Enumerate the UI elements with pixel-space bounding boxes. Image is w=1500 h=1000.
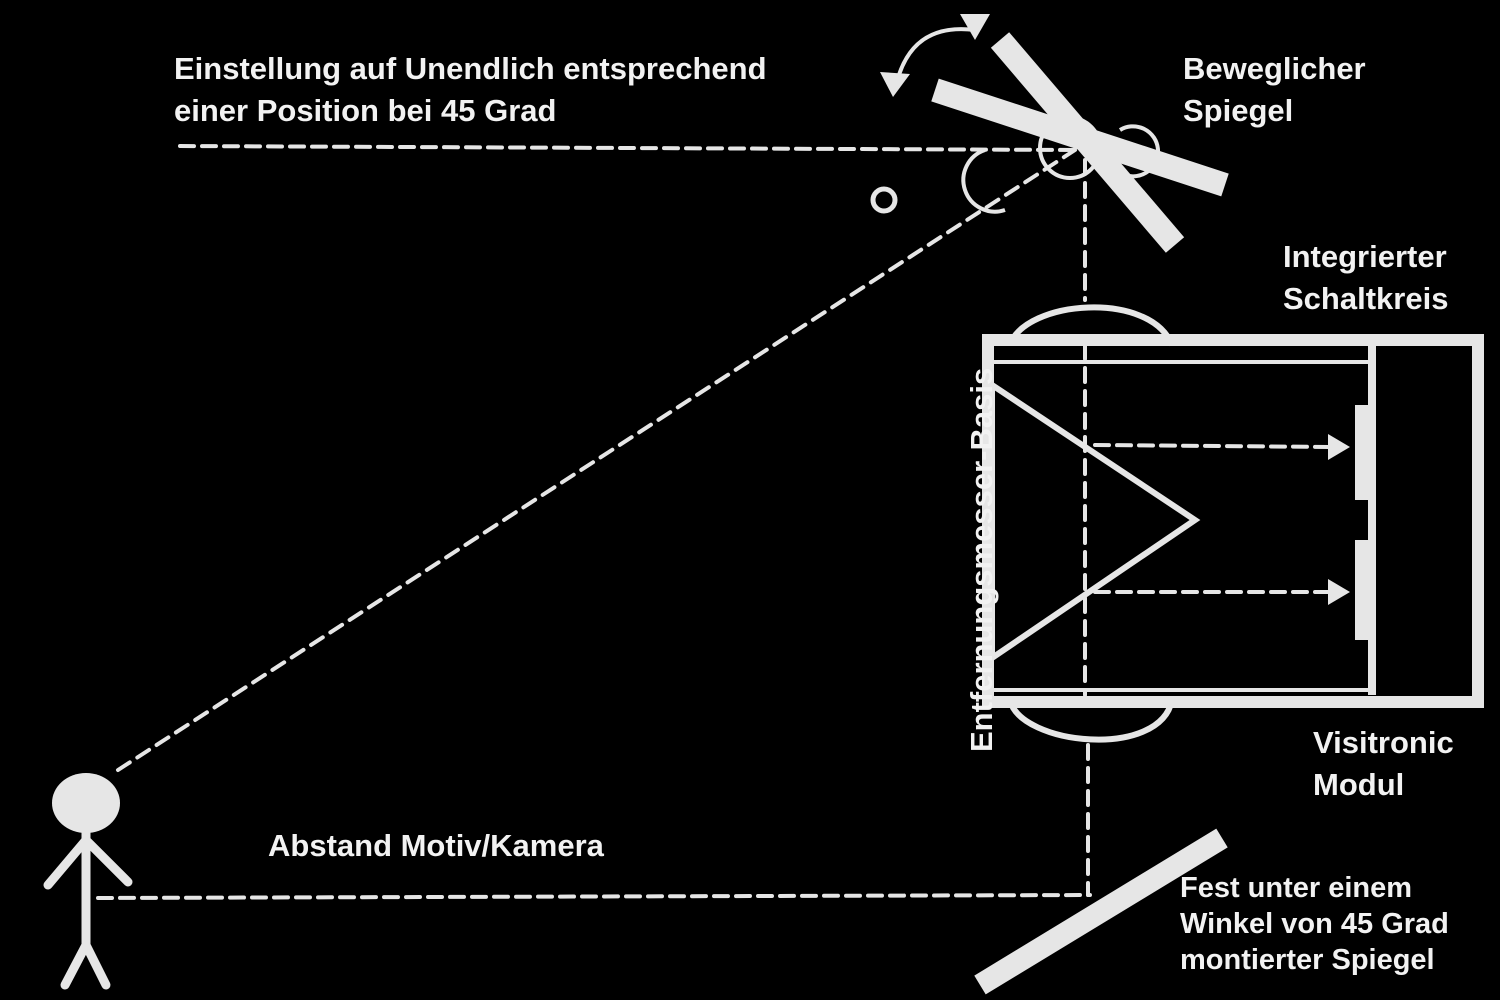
movable-mirror xyxy=(931,32,1229,253)
infinity-beam xyxy=(178,144,1077,152)
fixed-mirror xyxy=(974,828,1228,995)
subject-figure xyxy=(43,773,133,990)
upper-sensor xyxy=(1355,405,1369,500)
visitronic-module xyxy=(982,304,1484,743)
small-marker-icon xyxy=(870,186,898,214)
integrated-circuit-label: Integrierter Schaltkreis xyxy=(1283,239,1449,316)
lower-sensor xyxy=(1355,540,1369,640)
movable-mirror-label: Beweglicher Spiegel xyxy=(1183,51,1366,128)
fixed-mirror-label: Fest unter einem Winkel von 45 Grad mont… xyxy=(1180,872,1449,976)
visitronic-module-label: Visitronic Modul xyxy=(1313,725,1454,802)
distance-beam xyxy=(96,893,1092,900)
lower-sensor-arrow xyxy=(1328,579,1350,605)
upper-sensor-beam xyxy=(1093,443,1337,449)
subject-sight-line xyxy=(116,148,1077,772)
rotation-arrow-icon xyxy=(880,14,990,97)
rangefinder-base-label: Entfernungsmesser-Basis xyxy=(964,367,999,752)
subject-camera-distance-label: Abstand Motiv/Kamera xyxy=(268,828,604,863)
infinity-setting-label: Einstellung auf Unendlich entsprechend e… xyxy=(174,51,767,128)
upper-sensor-arrow xyxy=(1328,434,1350,460)
